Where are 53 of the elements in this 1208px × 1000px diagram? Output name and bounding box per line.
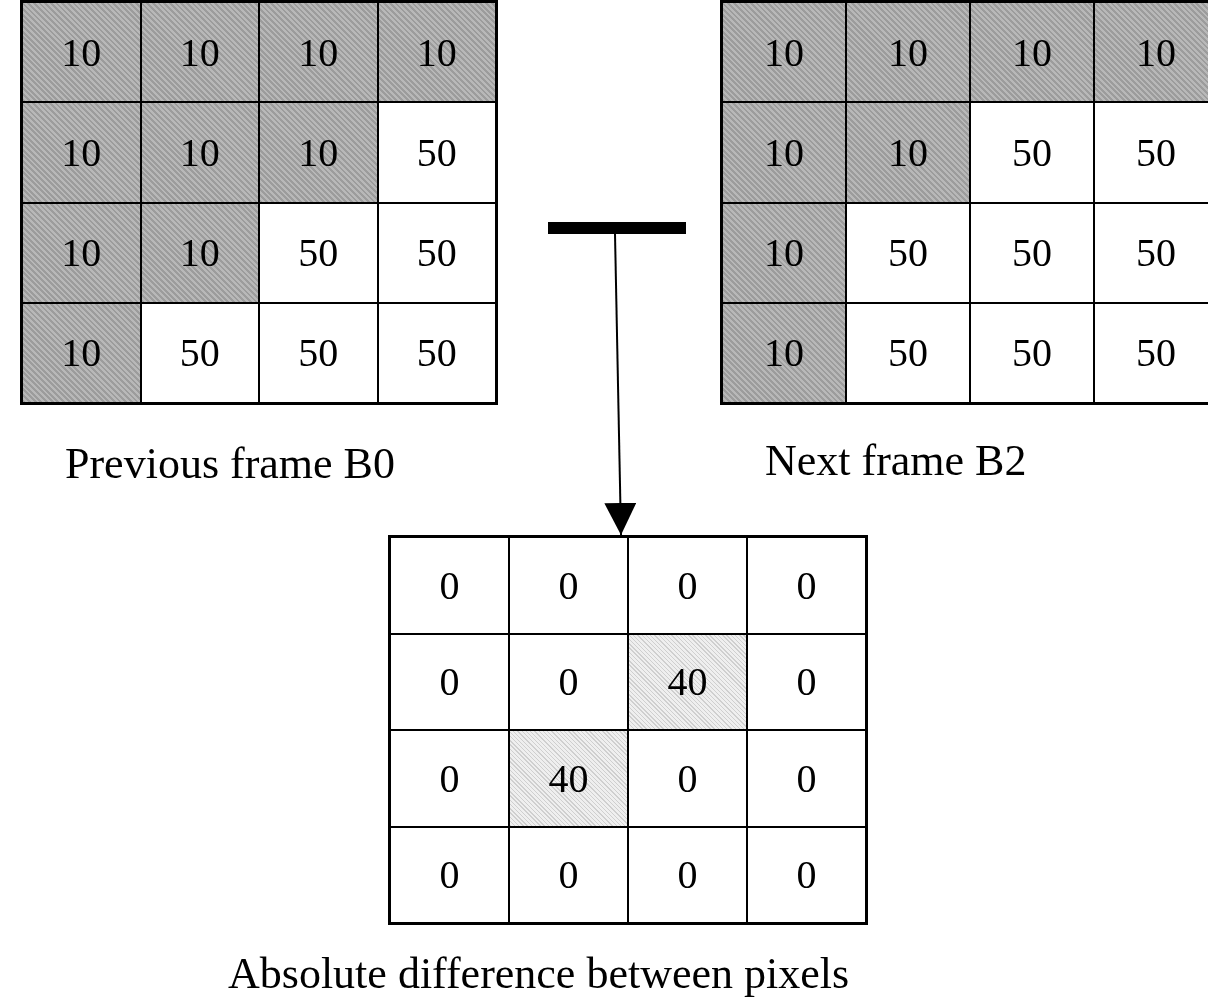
- pixel-value-cell: 10: [722, 102, 846, 203]
- pixel-value-cell: 10: [970, 2, 1094, 103]
- pixel-value-cell: 0: [628, 730, 747, 827]
- grid-caption: Next frame B2: [765, 435, 1027, 486]
- pixel-value-cell: 10: [22, 2, 141, 103]
- pixel-value-cell: 50: [970, 302, 1094, 403]
- pixel-value-cell: 0: [747, 826, 866, 923]
- pixel-value-cell: 50: [1094, 202, 1208, 303]
- pixel-value-cell: 0: [509, 826, 628, 923]
- pixel-value-cell: 50: [377, 202, 496, 303]
- minus-sign: [548, 222, 686, 234]
- pixel-value-cell: 50: [1094, 102, 1208, 203]
- pixel-value-cell: 0: [390, 537, 509, 634]
- pixel-value-cell: 10: [22, 302, 141, 403]
- pixel-value-cell: 40: [509, 730, 628, 827]
- pixel-value-cell: 0: [390, 730, 509, 827]
- pixel-value-cell: 0: [390, 826, 509, 923]
- pixel-value-cell: 10: [846, 102, 970, 203]
- pixel-value-cell: 50: [846, 302, 970, 403]
- arrow: [604, 233, 637, 536]
- pixel-value-cell: 0: [509, 633, 628, 730]
- pixel-value-cell: 0: [390, 633, 509, 730]
- pixel-value-cell: 40: [628, 633, 747, 730]
- pixel-value-cell: 50: [377, 302, 496, 403]
- pixel-value-cell: 0: [509, 537, 628, 634]
- pixel-value-cell: 10: [259, 102, 378, 203]
- pixel-value-cell: 10: [140, 102, 259, 203]
- pixel-value-cell: 10: [140, 202, 259, 303]
- pixel-value-cell: 0: [628, 537, 747, 634]
- grid-caption: Previous frame B0: [65, 438, 395, 489]
- pixel-value-cell: 10: [1094, 2, 1208, 103]
- pixel-value-cell: 0: [747, 537, 866, 634]
- pixel-value-cell: 50: [1094, 302, 1208, 403]
- pixel-value-cell: 50: [259, 302, 378, 403]
- pixel-value-cell: 10: [722, 202, 846, 303]
- grid-caption: Absolute difference between pixels: [228, 948, 850, 999]
- pixel-value-cell: 10: [722, 302, 846, 403]
- pixel-value-cell: 10: [377, 2, 496, 103]
- pixel-value-cell: 0: [747, 633, 866, 730]
- pixel-value-cell: 50: [259, 202, 378, 303]
- pixel-value-cell: 0: [628, 826, 747, 923]
- pixel-value-cell: 0: [747, 730, 866, 827]
- pixel-value-cell: 10: [259, 2, 378, 103]
- pixel-value-cell: 50: [970, 202, 1094, 303]
- pixel-value-cell: 50: [846, 202, 970, 303]
- pixel-value-cell: 10: [22, 102, 141, 203]
- pixel-value-cell: 10: [140, 2, 259, 103]
- pixel-value-cell: 10: [846, 2, 970, 103]
- pixel-value-cell: 10: [22, 202, 141, 303]
- pixel-value-cell: 50: [377, 102, 496, 203]
- pixel-value-cell: 50: [970, 102, 1094, 203]
- pixel-value-cell: 50: [140, 302, 259, 403]
- pixel-value-cell: 10: [722, 2, 846, 103]
